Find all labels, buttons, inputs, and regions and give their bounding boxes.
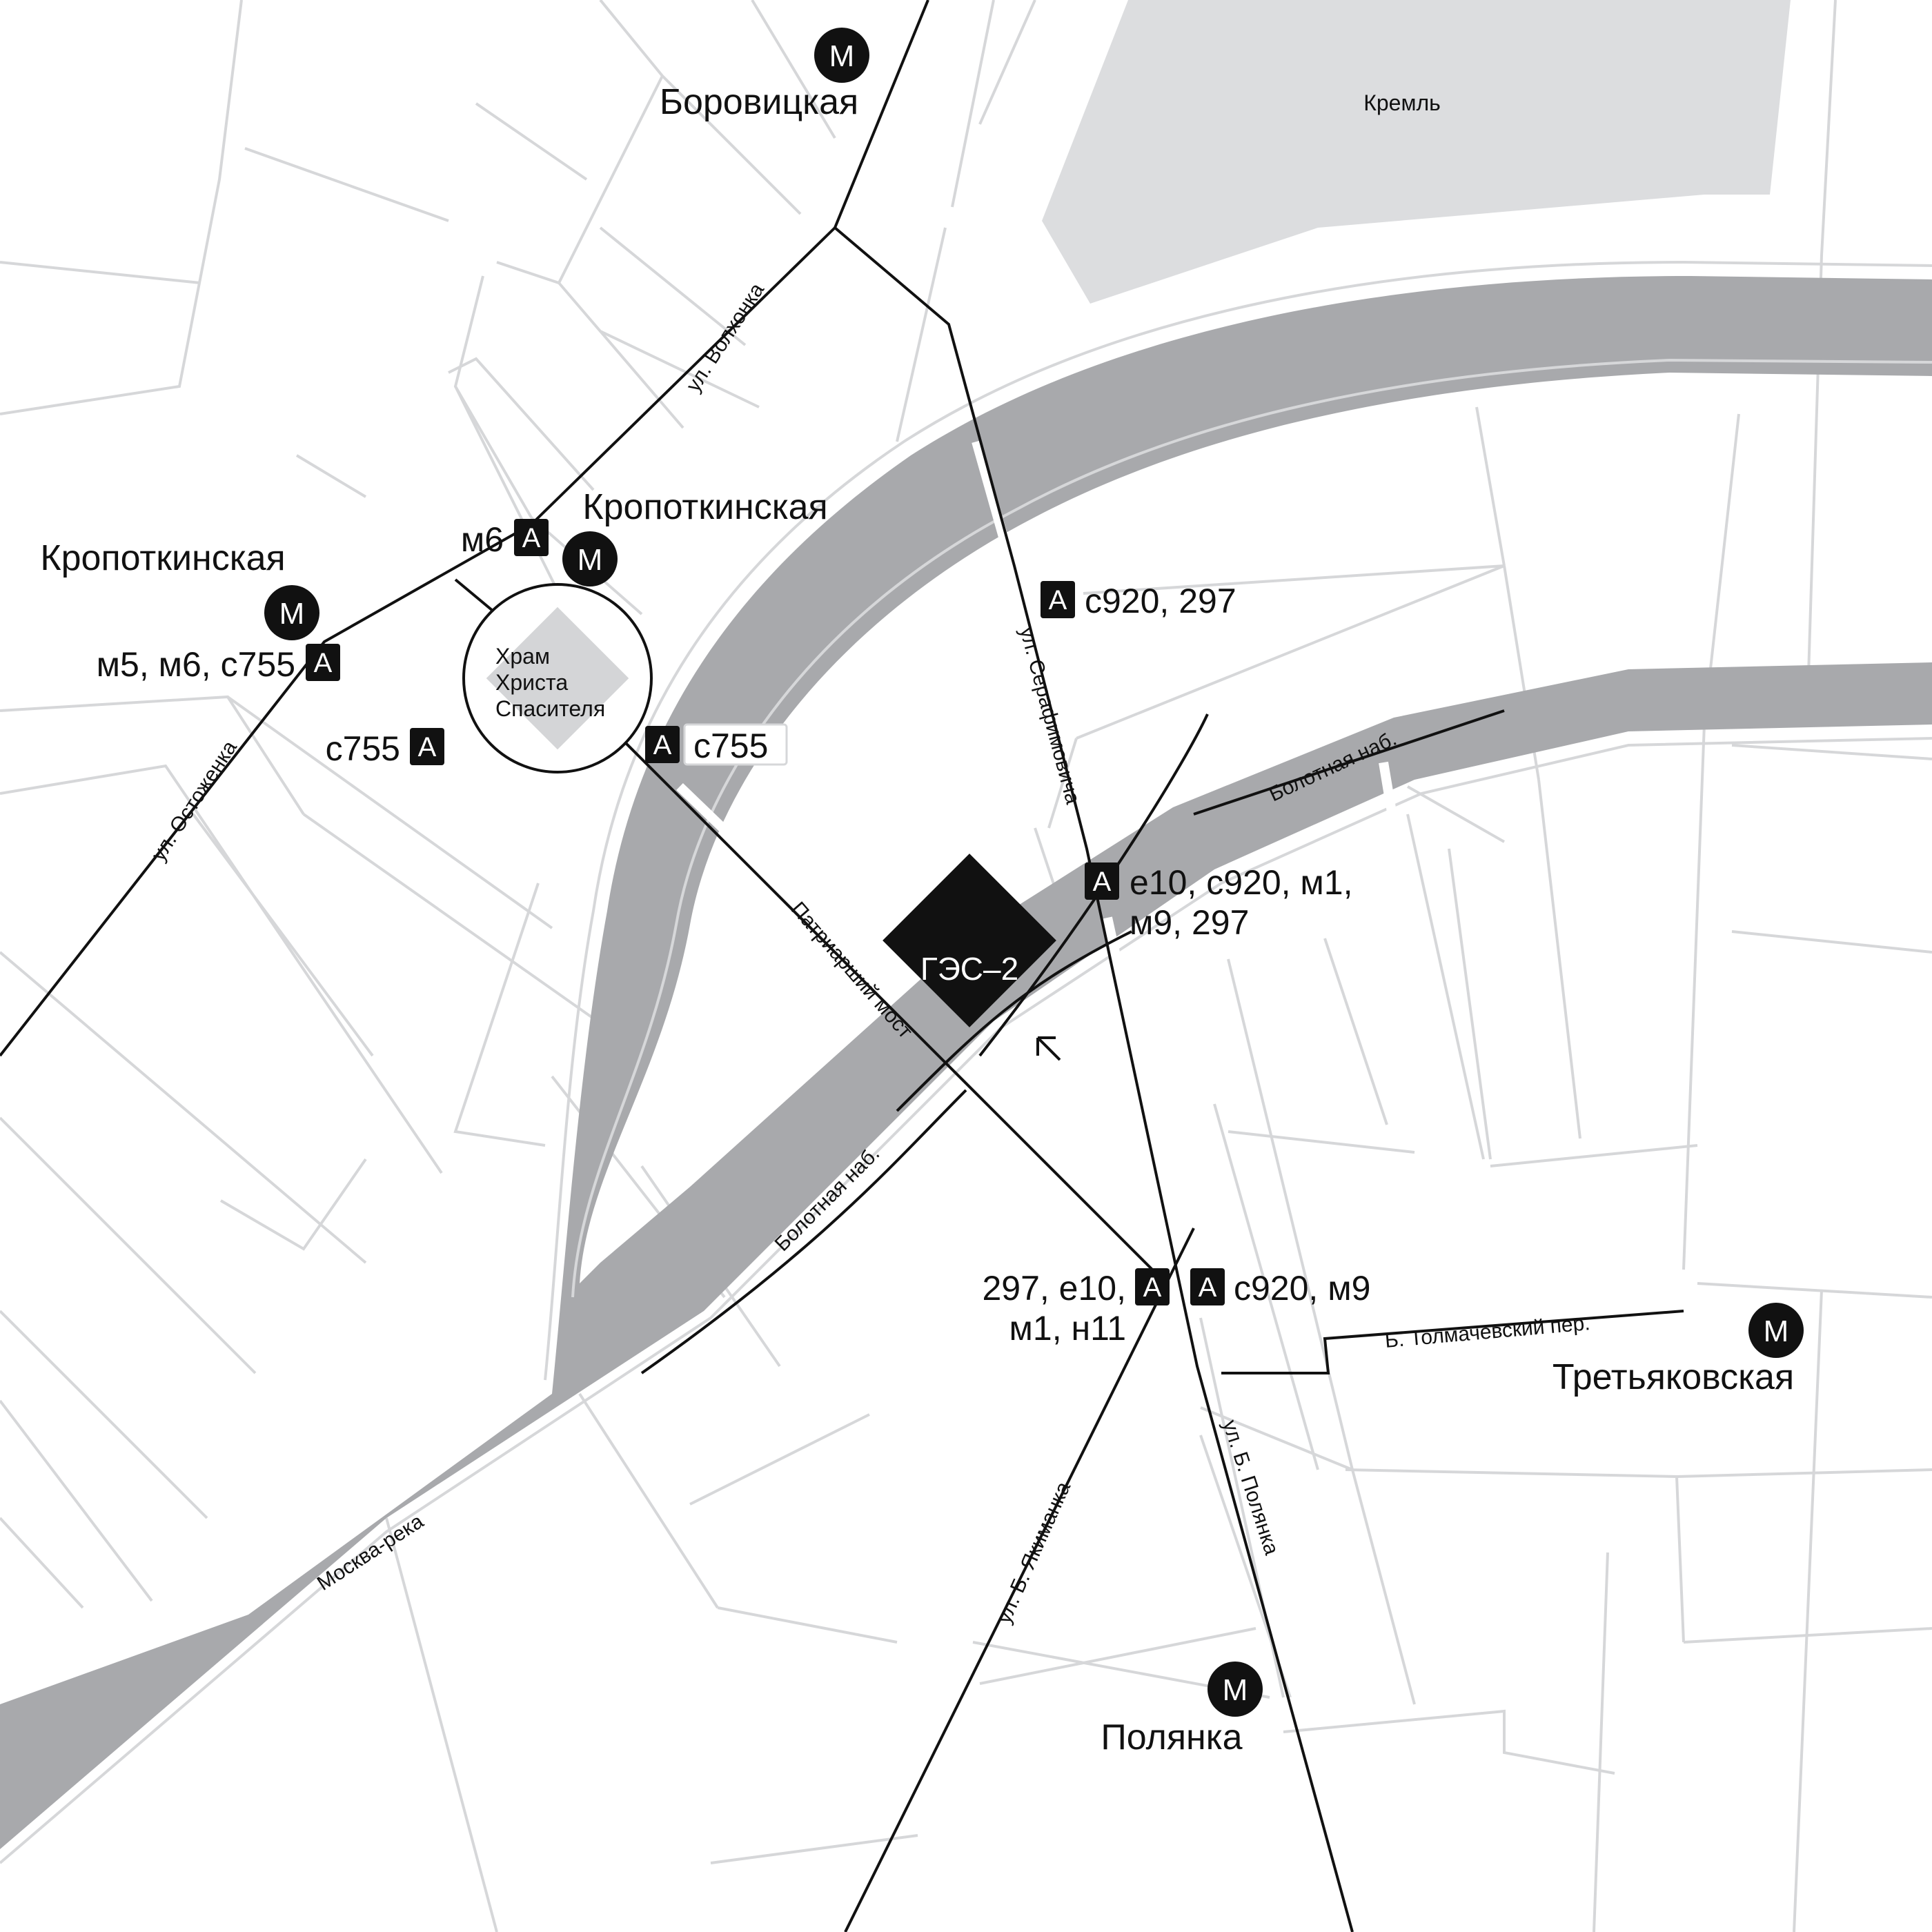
metro-icon-letter: М xyxy=(829,39,855,73)
main-roads xyxy=(0,0,1684,1932)
metro-borovitskaya[interactable]: М Боровицкая xyxy=(660,28,869,122)
bus-icon-letter: А xyxy=(522,523,541,553)
kremlin-label: Кремль xyxy=(1363,90,1441,115)
metro-icon-letter: М xyxy=(279,597,305,631)
metro-name-polyanka: Полянка xyxy=(1101,1717,1242,1757)
bus-routes-line2: м1, н11 xyxy=(1009,1309,1126,1348)
street-label-volkhonka: ул. Волхонка xyxy=(682,279,769,396)
bus-icon xyxy=(645,726,680,763)
bus-icon-letter: А xyxy=(314,648,333,678)
temple-christ-saviour: Храм Христа Спасителя xyxy=(462,583,653,773)
bus-icon xyxy=(410,728,444,765)
bus-icon xyxy=(1190,1268,1225,1305)
kremlin-area xyxy=(1042,0,1791,304)
bus-icon xyxy=(514,519,549,556)
temple-label-line2: Христа xyxy=(495,670,568,695)
bus-routes-line1: е10, с920, м1, xyxy=(1130,863,1353,902)
bus-routes: м6 xyxy=(461,520,504,559)
ges2-diamond xyxy=(883,854,1056,1027)
bus-icon xyxy=(1085,862,1119,900)
bus-routes-line2: м9, 297 xyxy=(1130,903,1249,942)
entrance-arrow-icon xyxy=(1036,1036,1061,1061)
bus-stop-c755-left[interactable]: с755 А xyxy=(326,728,444,768)
metro-icon-letter: М xyxy=(578,543,603,577)
metro-kropotkinskaya-west[interactable]: М Кропоткинская xyxy=(40,538,319,640)
bus-routes: с920, м9 xyxy=(1234,1269,1370,1308)
river-label: Москва-река xyxy=(313,1510,428,1595)
metro-name-kropotkinskaya-east: Кропоткинская xyxy=(582,487,827,527)
street-label-yakimanka: ул. Б. Якиманка xyxy=(992,1478,1075,1626)
bus-routes: с920, 297 xyxy=(1085,582,1236,620)
street-label-patriarshiy: Патриарший мост xyxy=(787,898,917,1043)
bus-stop-south-left[interactable]: 297, е10, м1, н11 А xyxy=(982,1268,1170,1348)
bus-stop-c755-right[interactable]: А с755 xyxy=(645,723,788,766)
bus-icon-letter: А xyxy=(1143,1272,1162,1303)
metro-polyanka[interactable]: М Полянка xyxy=(1101,1662,1263,1757)
metro-icon-letter: М xyxy=(1223,1673,1248,1707)
street-label-serafimovicha: ул. Серафимовича xyxy=(1015,624,1084,807)
metro-name-kropotkinskaya-west: Кропоткинская xyxy=(40,538,285,578)
bus-routes: с755 xyxy=(693,727,768,765)
bus-stop-bolotnaya[interactable]: А е10, с920, м1, м9, 297 xyxy=(1085,862,1353,942)
street-label-tolmachevsky: Б. Толмачевский пер. xyxy=(1384,1312,1591,1352)
metro-name-borovitskaya: Боровицкая xyxy=(660,82,858,122)
bus-icon-letter: А xyxy=(1093,867,1112,897)
metro-icon xyxy=(1748,1303,1804,1358)
metro-kropotkinskaya-east[interactable]: М Кропоткинская xyxy=(562,487,828,586)
metro-tretyakovskaya[interactable]: М Третьяковская xyxy=(1552,1303,1804,1397)
metro-icon xyxy=(562,531,618,586)
bus-icon-letter: А xyxy=(418,732,437,762)
metro-name-tretyakovskaya: Третьяковская xyxy=(1552,1357,1794,1397)
bus-stop-south-right[interactable]: А с920, м9 xyxy=(1190,1268,1370,1308)
bus-stop-m5[interactable]: м5, м6, с755 А xyxy=(97,644,340,684)
bus-icon xyxy=(306,644,340,681)
bus-routes: м5, м6, с755 xyxy=(97,645,295,684)
metro-icon xyxy=(814,28,869,83)
ges2-marker[interactable]: ГЭС–2 xyxy=(883,854,1061,1061)
temple-label-line1: Храм xyxy=(495,644,550,669)
bus-icon xyxy=(1041,581,1075,618)
bus-stop-serafimovicha[interactable]: А с920, 297 xyxy=(1041,581,1236,620)
street-label-ostozhenka: ул. Остоженка xyxy=(147,737,241,865)
ges2-label: ГЭС–2 xyxy=(920,951,1018,987)
bus-stop-m6[interactable]: м6 А xyxy=(461,519,549,559)
bus-icon-letter: А xyxy=(1049,585,1067,615)
bus-icon-letter: А xyxy=(653,730,672,760)
metro-icon-letter: М xyxy=(1764,1314,1789,1348)
metro-icon xyxy=(1208,1662,1263,1717)
bus-icon xyxy=(1135,1268,1170,1305)
temple-label-line3: Спасителя xyxy=(495,696,605,721)
bus-routes: с755 xyxy=(326,729,400,768)
bus-routes-line1: 297, е10, xyxy=(982,1269,1126,1308)
metro-icon xyxy=(264,585,319,640)
bus-icon-letter: А xyxy=(1199,1272,1217,1303)
